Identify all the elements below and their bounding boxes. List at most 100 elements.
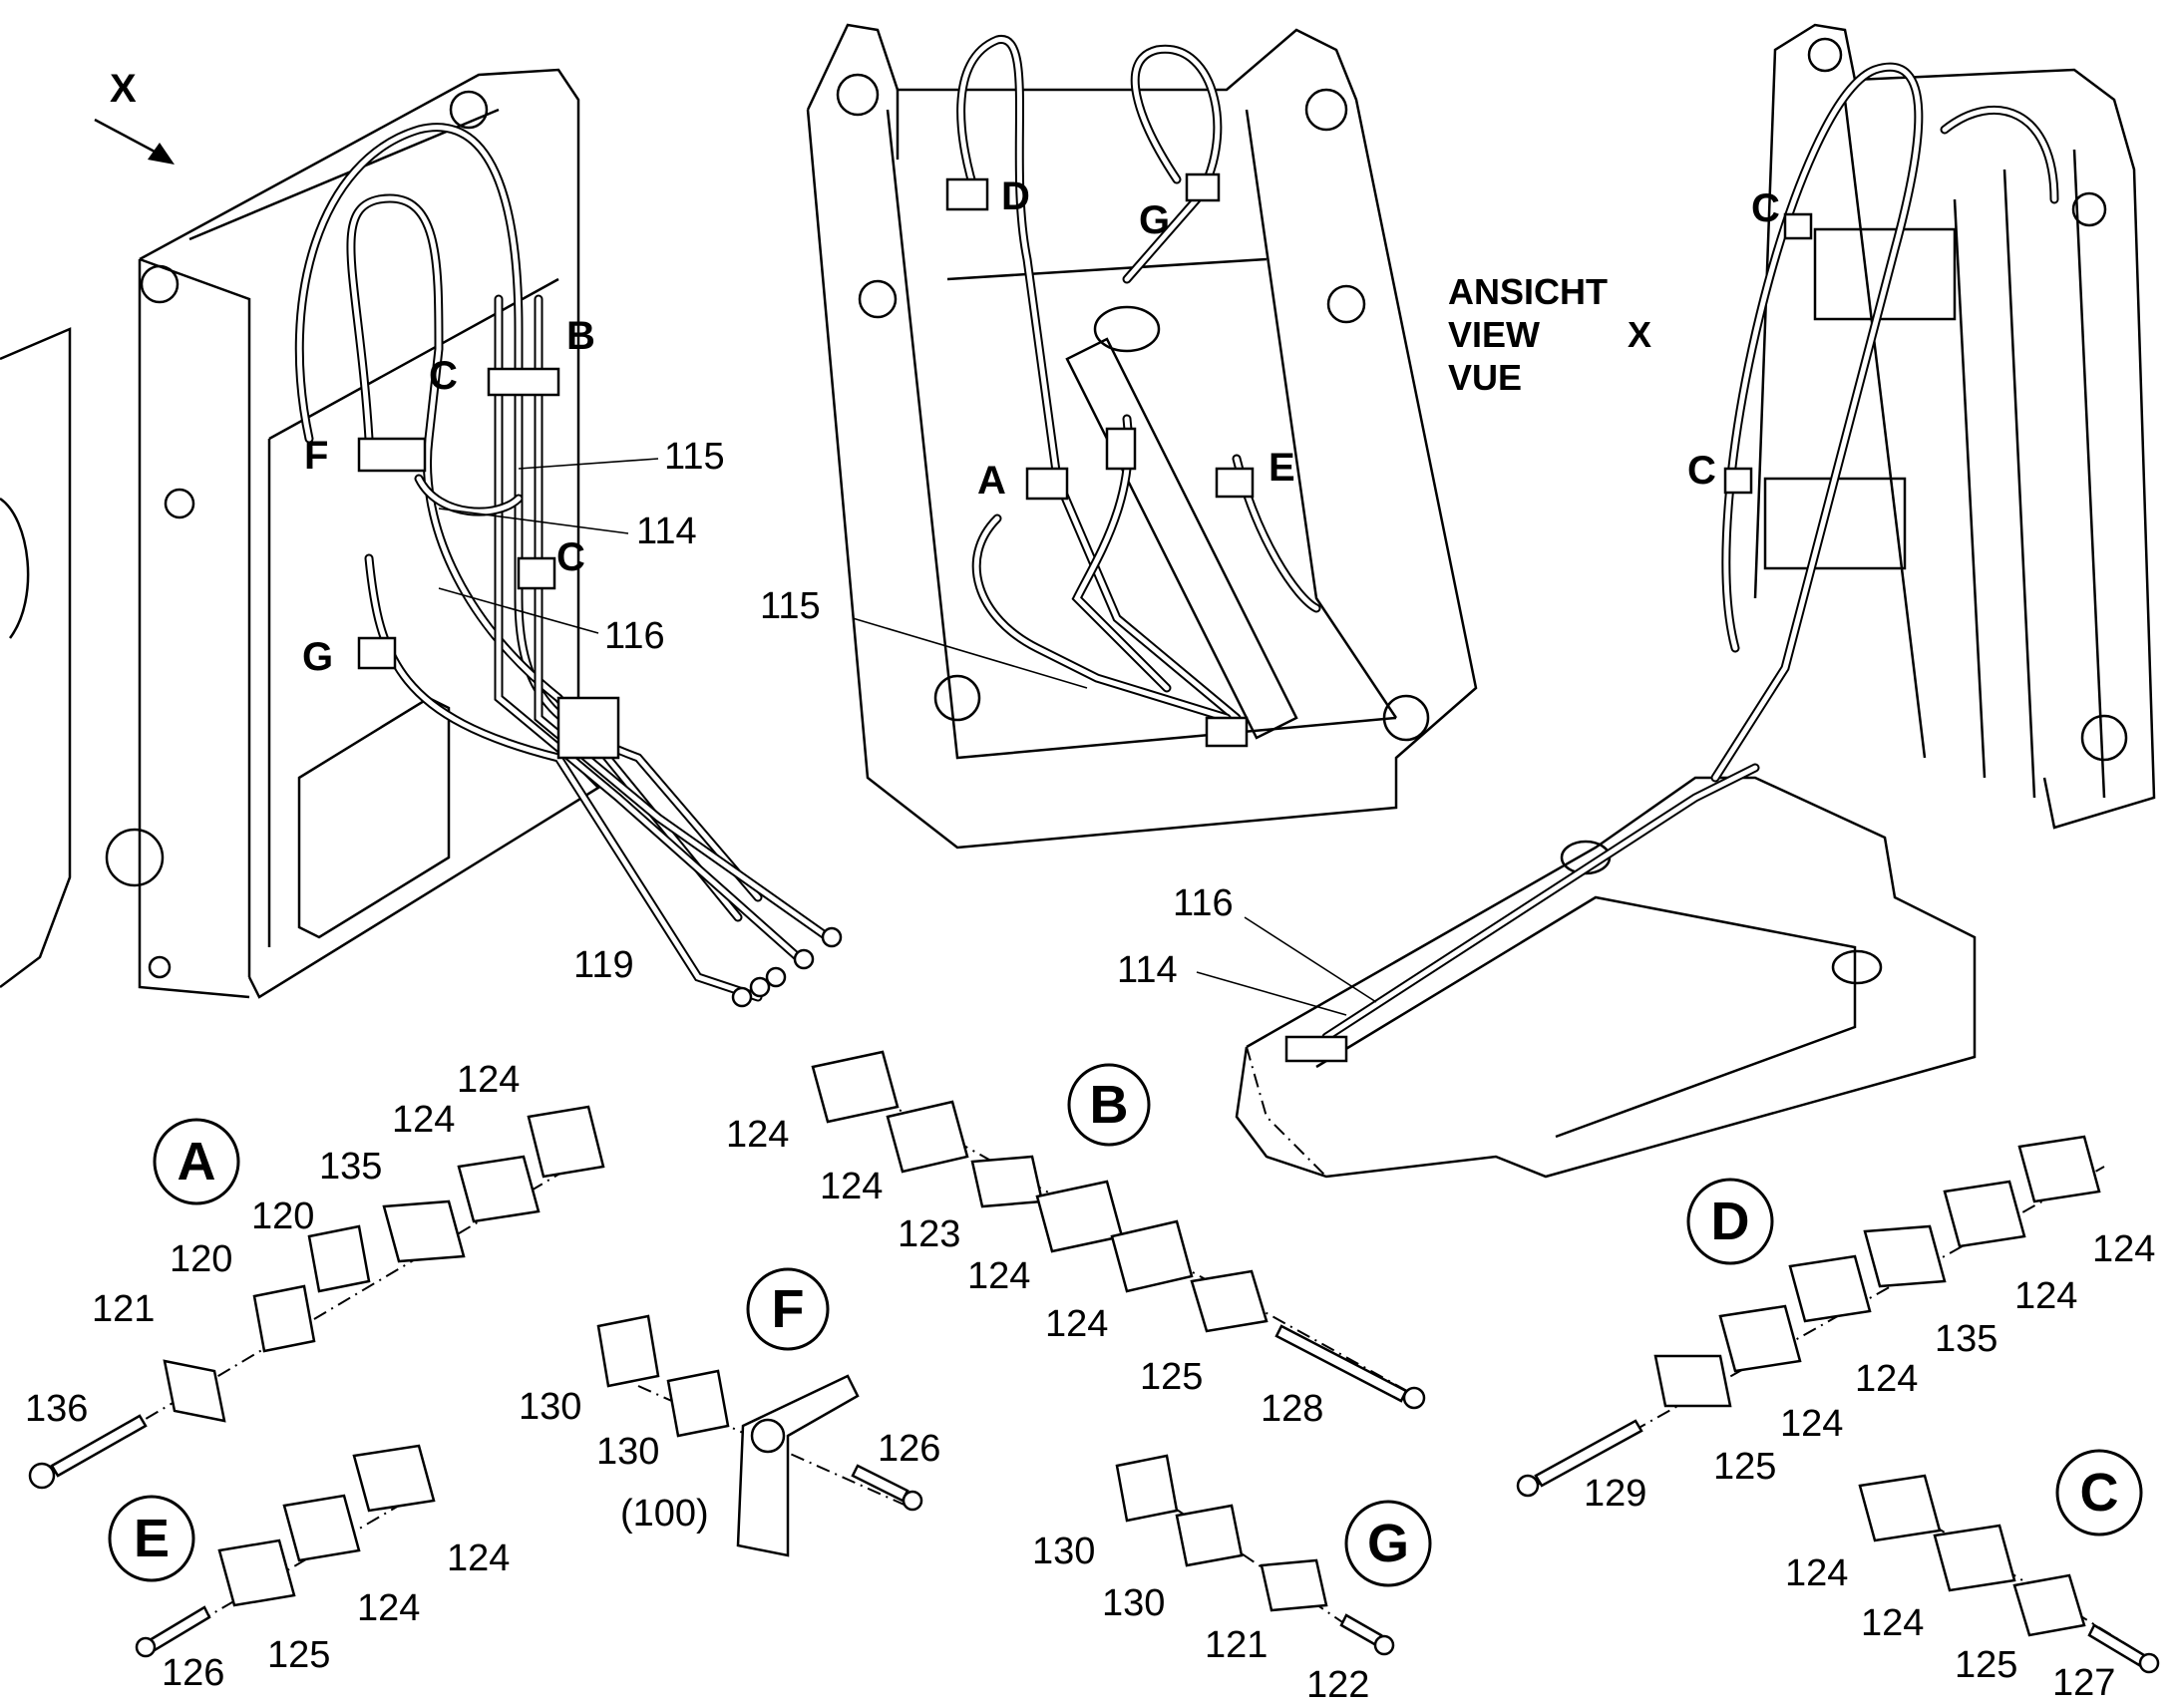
label-b-124a: 124 [726,1114,789,1156]
label-g-130a: 130 [1032,1531,1095,1572]
detail-f-title: F [772,1279,805,1339]
caption-ansicht: ANSICHT [1448,271,1608,312]
label-g-121: 121 [1205,1624,1268,1666]
callout-f: F [304,434,328,478]
callout-c-right-lower: C [1687,449,1716,493]
label-e-124a: 124 [447,1537,510,1579]
callout-c-lower: C [556,535,585,579]
label-b-124c: 124 [967,1255,1030,1297]
cover-plate-icon [382,1199,466,1263]
label-e-124b: 124 [357,1587,420,1629]
bolt-icon [28,1414,148,1490]
detail-f: F 130 130 126 (100) [519,1267,940,1557]
label-124a: 124 [392,1099,455,1141]
label-116-right: 116 [1173,882,1234,924]
detail-a-title: A [178,1132,216,1192]
clamp-half-e-124a [282,1494,361,1562]
label-f-100: (100) [620,1493,709,1535]
clamp-half-124a [457,1155,541,1223]
label-e-126: 126 [162,1652,224,1694]
label-136: 136 [25,1388,88,1430]
callout-g: G [302,635,333,679]
clamp-half-d-124b [1788,1254,1872,1323]
detail-a-badge [153,1118,240,1205]
clamp-half-d-124c [1943,1180,2026,1248]
detail-d-badge [1686,1178,1774,1265]
label-d-135: 135 [1935,1318,1998,1360]
label-d-125: 125 [1713,1446,1776,1488]
caption-x: X [1628,314,1651,355]
plate-d-135 [1863,1224,1947,1288]
plate-b-125 [1190,1269,1269,1333]
clamp-half-c-124a [1858,1474,1942,1542]
clamp-half-b-124d [1110,1219,1194,1293]
label-b-123: 123 [898,1213,960,1255]
right-callouts: C C 116 114 [1117,186,1780,1016]
label-c-124b: 124 [1861,1602,1924,1644]
label-b-124b: 124 [820,1166,883,1207]
clamp-half-e-124b [352,1444,436,1513]
clamp-half-120a [252,1284,316,1353]
label-f-126: 126 [878,1428,940,1470]
callout-g-mid: G [1139,198,1170,242]
clamp-half-b-124b [886,1100,969,1174]
label-114-right: 114 [1117,949,1178,991]
label-120a: 120 [170,1238,232,1280]
label-b-125: 125 [1140,1356,1203,1398]
callout-a: A [977,459,1006,503]
view-marker-x: X [110,67,137,111]
label-121: 121 [92,1288,155,1330]
clamp-half-c-124b [1933,1524,2016,1592]
detail-a: A 136 121 120 120 135 124 124 [25,1059,605,1490]
detail-c-title: C [2080,1463,2119,1523]
left-frame-assembly [0,68,843,1008]
bolt-b-128 [1274,1324,1426,1410]
label-d-124a: 124 [2092,1228,2155,1270]
bolt-f-126 [851,1464,923,1512]
label-116: 116 [604,615,665,657]
clamp-half-g-130a [1115,1454,1179,1523]
detail-e-title: E [134,1509,170,1568]
caption-view: VIEW [1448,314,1540,355]
clamp-half-120b [307,1224,371,1293]
label-c-125: 125 [1955,1644,2017,1686]
plate-g-121 [1260,1558,1328,1612]
detail-c-badge [2055,1449,2143,1537]
detail-b: B 124 124 123 124 124 125 128 [726,1050,1426,1430]
callout-b: B [566,314,595,358]
label-f-130a: 130 [519,1386,581,1428]
bracket-f-100 [736,1374,860,1557]
label-124b: 124 [457,1059,520,1101]
view-direction-arrow-icon [94,118,175,165]
detail-c: C 124 124 125 127 [1785,1449,2160,1704]
callout-e: E [1269,446,1295,490]
detail-g: G 130 130 121 122 [1032,1454,1432,1706]
label-135: 135 [319,1146,382,1188]
plate-e-125 [217,1538,296,1607]
label-f-130b: 130 [596,1431,659,1473]
label-d-124c: 124 [1855,1358,1918,1400]
label-g-130b: 130 [1102,1582,1165,1624]
detail-e: E 124 124 125 126 [108,1444,510,1694]
plate-121 [163,1359,226,1423]
label-d-124d: 124 [1780,1403,1843,1445]
callout-c-upper: C [429,354,458,398]
label-g-122: 122 [1306,1664,1369,1706]
label-115: 115 [664,436,725,478]
detail-g-badge [1344,1500,1432,1587]
label-b-128: 128 [1261,1388,1323,1430]
label-119: 119 [573,944,634,986]
label-115-mid: 115 [760,585,821,627]
middle-callouts: D G A E 115 [760,174,1295,689]
detail-b-title: B [1090,1075,1129,1135]
middle-frame-assembly [806,23,1478,850]
label-d-124b: 124 [2014,1275,2077,1317]
left-callouts: B C F C G 115 114 116 119 [302,314,725,986]
bolt-g-122 [1339,1613,1395,1656]
clamp-half-f-130a [596,1314,660,1388]
detail-g-title: G [1367,1514,1409,1573]
callout-d: D [1001,174,1030,218]
detail-e-badge [108,1495,195,1582]
clamp-half-d-124d [2017,1135,2101,1203]
